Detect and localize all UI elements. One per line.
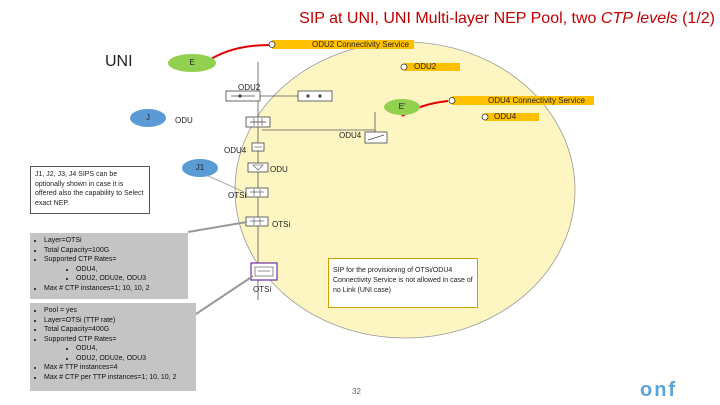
page-number: 32 [352, 387, 361, 396]
odu2-short-label: ODU2 [414, 62, 437, 71]
layer-otsi-low: OTSi [272, 220, 291, 229]
odu2-ctp-box-right [297, 90, 333, 102]
sip-note-box: J1, J2, J3, J4 SIPS can be optionally sh… [30, 166, 150, 214]
odu-ctp-box-mid [247, 162, 269, 173]
bubble-j-label: J [146, 113, 150, 122]
bubble-j1 [182, 159, 218, 177]
layer-odu-left: ODU [175, 116, 193, 125]
upper-otsi-box: Layer=OTSi Total Capacity=100G Supported… [30, 233, 188, 299]
onf-logo-text: onf [640, 379, 677, 400]
upper-item-2: Supported CTP Rates= [44, 255, 184, 265]
lower-last-item-0: Max # TTP instances=4 [44, 363, 192, 373]
pointer-upper-box [187, 221, 248, 233]
lower-pool-box: Pool = yes Layer=OTSi (TTP rate) Total C… [30, 303, 196, 391]
sip-provisioning-note: SIP for the provisioning of OTSi/ODU4 Co… [328, 258, 478, 308]
lower-item-2: Total Capacity=400G [44, 325, 192, 335]
odu4-short-endpoint [481, 113, 489, 121]
title-main: SIP at UNI, UNI Multi-layer NEP Pool, tw… [299, 10, 601, 27]
lower-sub-item-1: ODU2, ODU2e, ODU3 [76, 354, 192, 364]
otsi-box-low [245, 216, 269, 227]
odu4-short-bar [485, 113, 539, 121]
lower-item-1: Layer=OTSi (TTP rate) [44, 316, 192, 326]
bubble-e [168, 54, 216, 72]
lower-item-3: Supported CTP Rates= [44, 335, 192, 345]
layer-odu4-left: ODU4 [224, 146, 247, 155]
bubble-j1-label: J1 [195, 163, 205, 172]
odu4-service-bar [452, 96, 594, 105]
lower-sub-item-0: ODU4, [76, 344, 192, 354]
odu2-short-endpoint [400, 63, 408, 71]
upper-sub-item-0: ODU4, [76, 265, 184, 275]
upper-last-item: Max # CTP instances=1; 10, 10, 2 [44, 284, 184, 294]
uni-label: UNI [105, 53, 133, 70]
layer-odu2-top: ODU2 [238, 83, 261, 92]
odu4-service-endpoint [448, 97, 456, 104]
upper-item-1: Total Capacity=100G [44, 246, 184, 256]
layer-odu-mid: ODU [270, 165, 288, 174]
bubble-e-prime [384, 99, 420, 115]
odu2-service-bar [272, 40, 414, 49]
upper-item-0: Layer=OTSi [44, 236, 184, 246]
upper-sub-item-1: ODU2, ODU2e, ODU3 [76, 274, 184, 284]
layer-odu4-right: ODU4 [339, 131, 362, 140]
pointer-lower-box [189, 275, 254, 319]
slide-title: SIP at UNI, UNI Multi-layer NEP Pool, tw… [250, 10, 715, 28]
odu4-service-label: ODU4 Connectivity Service [488, 96, 585, 105]
odu2-short-bar [404, 63, 460, 71]
title-tail: (1/2) [677, 10, 715, 27]
lower-last-item-1: Max # CTP per TTP instances=1; 10, 10, 2 [44, 373, 192, 383]
pointer-j1 [205, 174, 245, 193]
lower-item-0: Pool = yes [44, 306, 192, 316]
bubble-j [130, 109, 166, 127]
layer-otsi-mid: OTSi [228, 191, 247, 200]
bubble-e-label: E [189, 58, 195, 67]
bubble-e-prime-label: E' [398, 102, 406, 111]
otsi-box-mid [245, 187, 269, 198]
odu2-service-endpoint [268, 41, 276, 48]
odu4-short-label: ODU4 [494, 112, 517, 121]
odu2-service-label: ODU2 Connectivity Service [312, 40, 409, 49]
layer-otsi-sip: OTSi [253, 285, 272, 294]
title-italic: CTP levels [600, 10, 678, 27]
onf-logo: onf [640, 379, 677, 400]
